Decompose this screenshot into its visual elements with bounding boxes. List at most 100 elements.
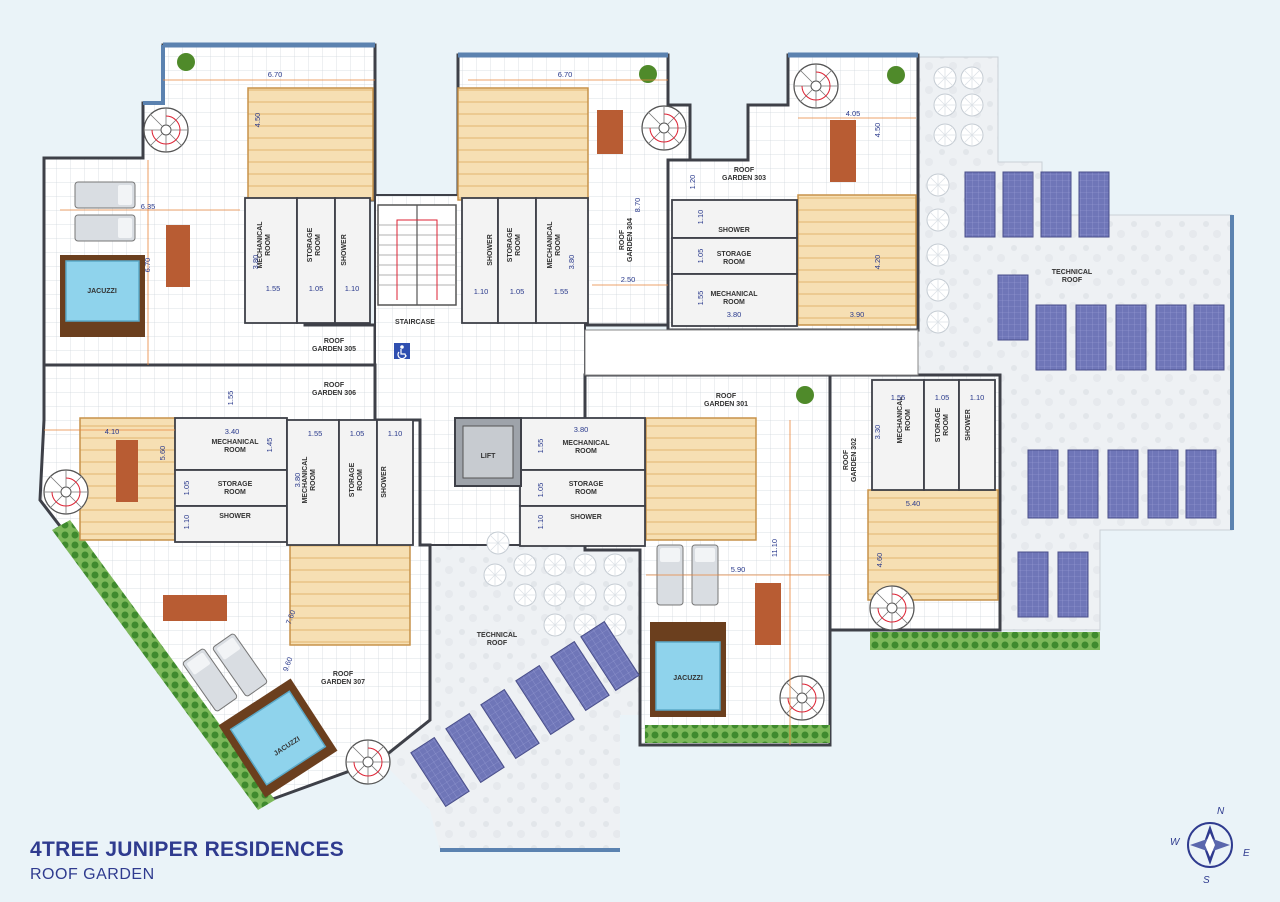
dim-540: 5.40 <box>906 499 921 508</box>
mechanical-room-302: MECHANICALROOM <box>897 396 912 444</box>
dim-380c: 3.80 <box>727 310 742 319</box>
dim-380a: 3.80 <box>251 255 260 270</box>
storage-room-307: STORAGEROOM <box>349 462 364 497</box>
dimension-lines <box>44 79 916 745</box>
dim-450b: 4.50 <box>873 123 882 138</box>
dim-340: 3.40 <box>225 427 240 436</box>
plan-subtitle: ROOF GARDEN <box>30 866 155 883</box>
dim-635: 6.35 <box>141 202 156 211</box>
shower-305: SHOWER <box>341 234 348 266</box>
dim-105f: 1.05 <box>536 483 545 498</box>
jacuzzi-301 <box>650 622 726 717</box>
dim-380b: 3.80 <box>567 255 576 270</box>
dim-560: 5.60 <box>158 446 167 461</box>
shower-304: SHOWER <box>487 234 494 266</box>
tables <box>116 110 856 645</box>
shower-301: SHOWER <box>570 514 602 521</box>
accessibility-icon <box>394 343 410 360</box>
dim-105g: 1.05 <box>935 393 950 402</box>
dim-155d: 1.55 <box>226 391 235 406</box>
compass-s: S <box>1203 875 1210 885</box>
dim-105a: 1.05 <box>309 284 324 293</box>
dim-155f: 1.55 <box>536 439 545 454</box>
lift <box>454 417 522 487</box>
dim-155g: 1.55 <box>891 393 906 402</box>
shower-306: SHOWER <box>219 513 251 520</box>
dim-590: 5.90 <box>731 565 746 574</box>
storage-room-305: STORAGEROOM <box>307 227 322 262</box>
compass-n: N <box>1217 806 1225 817</box>
hedge <box>645 725 830 743</box>
jacuzzi-305 <box>60 255 145 337</box>
dim-105e: 1.05 <box>350 429 365 438</box>
jacuzzi-305-label: JACUZZI <box>87 288 117 295</box>
compass-icon: N E S W <box>1170 806 1250 885</box>
dim-120: 1.20 <box>688 175 697 190</box>
service-rooms <box>174 197 996 547</box>
dim-390: 3.90 <box>850 310 865 319</box>
dim-105b: 1.05 <box>510 287 525 296</box>
solar-panels-left <box>410 620 640 808</box>
dim-330: 3.30 <box>873 425 882 440</box>
jacuzzi-301-label: JACUZZI <box>673 675 703 682</box>
dim-155a: 1.55 <box>266 284 281 293</box>
storage-room-304: STORAGEROOM <box>507 227 522 262</box>
dim-110e: 1.10 <box>388 429 403 438</box>
dim-110g: 1.10 <box>970 393 985 402</box>
dim-110f: 1.10 <box>536 515 545 530</box>
shower-302: SHOWER <box>965 409 972 441</box>
dim-155e: 1.55 <box>308 429 323 438</box>
compass-w: W <box>1170 837 1181 848</box>
dim-450a: 4.50 <box>253 113 262 128</box>
dim-670b: 6.70 <box>558 70 573 79</box>
jacuzzi-307 <box>218 678 338 798</box>
solar-panels-right <box>964 171 1225 618</box>
dim-380e: 3.80 <box>574 425 589 434</box>
dim-1110: 11.10 <box>770 539 779 557</box>
dim-155b: 1.55 <box>554 287 569 296</box>
hedge <box>870 632 1100 650</box>
dim-420: 4.20 <box>873 255 882 270</box>
dim-110c: 1.10 <box>696 210 705 225</box>
mechanical-room-307: MECHANICALROOM <box>302 456 317 504</box>
staircase-label: STAIRCASE <box>395 319 435 326</box>
dim-405: 4.05 <box>846 109 861 118</box>
lift-label: LIFT <box>481 453 496 460</box>
dim-460: 4.60 <box>875 553 884 568</box>
mechanical-room-305: MECHANICALROOM <box>257 221 272 269</box>
dim-670a: 6.70 <box>268 70 283 79</box>
roof-garden-304-label: ROOFGARDEN 304 <box>619 218 634 262</box>
dim-105d: 1.05 <box>182 481 191 496</box>
dim-105c: 1.05 <box>696 249 705 264</box>
storage-room-302: STORAGEROOM <box>935 407 950 442</box>
dim-110d: 1.10 <box>182 515 191 530</box>
dim-110b: 1.10 <box>474 287 489 296</box>
compass-e: E <box>1243 848 1250 859</box>
shower-307: SHOWER <box>381 466 388 498</box>
dim-410: 4.10 <box>105 427 120 436</box>
shower-303: SHOWER <box>718 227 750 234</box>
hedge <box>52 520 275 810</box>
staircase <box>377 204 457 306</box>
dim-380d: 3.80 <box>293 473 302 488</box>
mechanical-room-304: MECHANICALROOM <box>547 221 562 269</box>
dim-870: 8.70 <box>633 198 642 213</box>
dim-155c: 1.55 <box>696 291 705 306</box>
dim-250: 2.50 <box>621 275 636 284</box>
dim-670c: 6.70 <box>143 258 152 273</box>
roof-garden-302-label: ROOFGARDEN 302 <box>843 438 858 482</box>
